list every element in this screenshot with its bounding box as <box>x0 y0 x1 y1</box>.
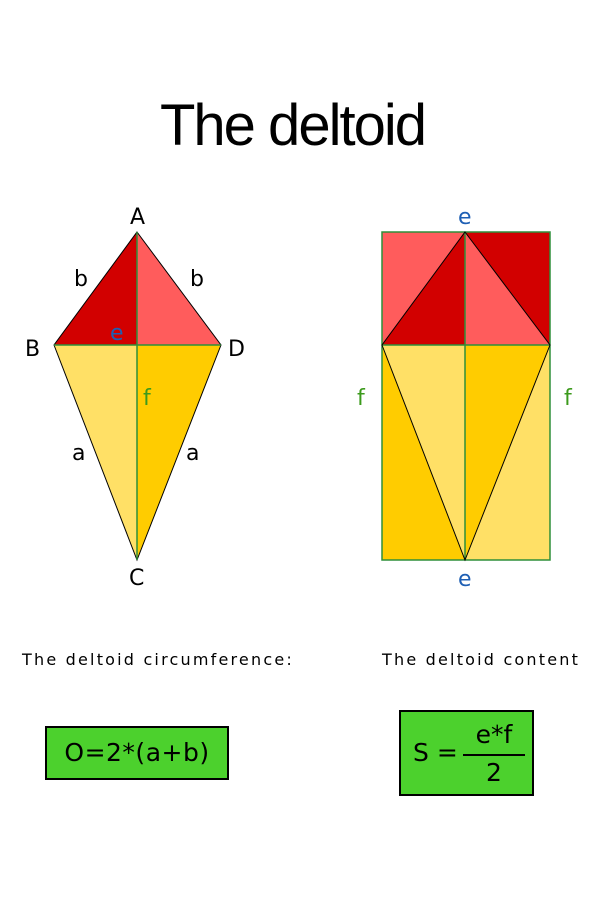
circumference-formula: O=2*(a+b) <box>64 738 210 767</box>
area-formula-box: S = e*f 2 <box>399 710 534 796</box>
rect-inscribed-kite-outline <box>381 231 551 562</box>
content-caption: The deltoid content <box>382 650 581 669</box>
vertex-label-d: D <box>228 337 245 362</box>
side-label-upper-right: b <box>190 267 204 292</box>
rect-outline <box>381 231 551 561</box>
vertex-label-a: A <box>130 205 145 230</box>
circumference-formula-box: O=2*(a+b) <box>45 726 229 780</box>
side-label-upper-left: b <box>74 267 88 292</box>
side-label-lower-right: a <box>186 441 199 466</box>
vertex-label-c: C <box>129 566 144 591</box>
area-formula-denominator: 2 <box>486 758 502 787</box>
rectangle-diagram: e e f f <box>357 205 573 592</box>
vertex-label-b: B <box>25 337 40 362</box>
side-label-lower-left: a <box>72 441 85 466</box>
fraction-bar <box>463 754 525 756</box>
page-title: The deltoid <box>160 93 427 158</box>
rect-label-top-e: e <box>458 205 472 230</box>
kite-diagram: A B C D b b a a e f <box>25 205 245 591</box>
diagonal-label-e: e <box>110 321 124 346</box>
area-formula-lhs: S = <box>413 738 458 767</box>
area-formula-numerator: e*f <box>475 720 513 749</box>
circumference-caption: The deltoid circumference: <box>22 650 294 669</box>
rect-label-bottom-e: e <box>458 567 472 592</box>
rect-label-left-f: f <box>357 386 366 411</box>
rect-label-right-f: f <box>564 386 573 411</box>
diagonal-label-f: f <box>143 386 152 411</box>
